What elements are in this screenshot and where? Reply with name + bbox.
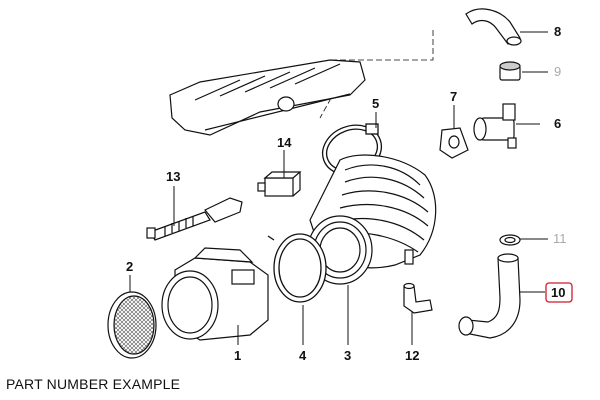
callout-9[interactable]: 9: [554, 64, 561, 79]
highlight-box: [545, 282, 573, 303]
callout-5[interactable]: 5: [372, 96, 379, 111]
part-12-elbow-fitting[interactable]: [403, 282, 433, 314]
part-7-gasket[interactable]: [439, 127, 469, 159]
part-10-hose[interactable]: [458, 253, 521, 339]
part-3-intake-boot[interactable]: [307, 154, 437, 285]
callout-4[interactable]: 4: [299, 348, 307, 363]
part-13-probe[interactable]: [146, 197, 243, 241]
part-4-ring-clamp[interactable]: [267, 233, 327, 303]
part-2-filter-screen[interactable]: [107, 291, 157, 359]
part-11-clip[interactable]: [499, 234, 521, 246]
part-9-cap[interactable]: [499, 61, 521, 81]
callout-3[interactable]: 3: [344, 348, 351, 363]
callout-labels: 1 2 3 4 5 6 7 8 9 11 12 13 14: [126, 24, 567, 363]
callout-10[interactable]: 10: [551, 285, 565, 300]
part-1-air-mass-meter[interactable]: [161, 247, 269, 341]
callout-11[interactable]: 11: [553, 231, 567, 246]
callout-leader-lines: [129, 31, 548, 345]
callout-13[interactable]: 13: [166, 169, 180, 184]
intake-manifold[interactable]: [169, 59, 366, 136]
callout-1[interactable]: 1: [234, 348, 241, 363]
part-14-connector[interactable]: [257, 171, 302, 197]
callout-10-highlight[interactable]: 10: [545, 282, 573, 303]
part-number-example-label: PART NUMBER EXAMPLE: [6, 376, 181, 392]
callout-14[interactable]: 14: [277, 135, 292, 150]
callout-6[interactable]: 6: [554, 116, 561, 131]
part-6-valve[interactable]: [473, 103, 517, 149]
callout-8[interactable]: 8: [554, 24, 561, 39]
callout-12[interactable]: 12: [405, 348, 419, 363]
callout-7[interactable]: 7: [450, 89, 457, 104]
callout-2[interactable]: 2: [126, 259, 133, 274]
part-8-curved-hose[interactable]: [465, 8, 522, 46]
